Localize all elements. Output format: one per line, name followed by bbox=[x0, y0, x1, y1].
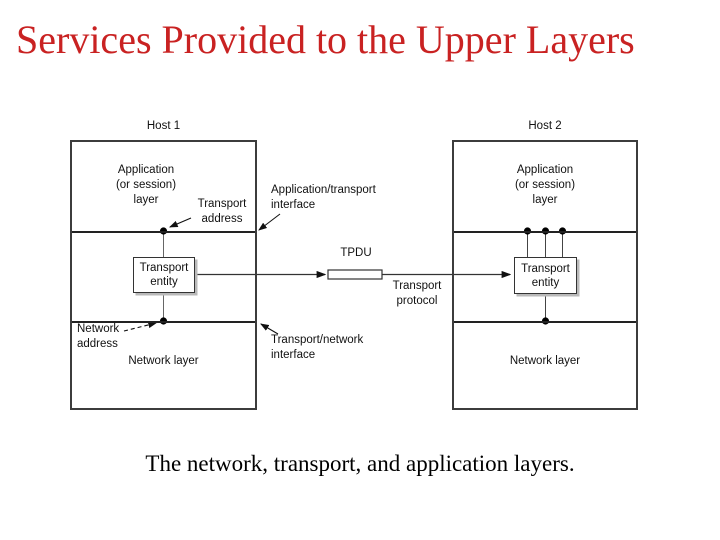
host2-transport-entity: Transport entity bbox=[514, 257, 577, 294]
host2-transport-network-boundary bbox=[454, 321, 636, 323]
host2-label: Host 2 bbox=[528, 120, 562, 132]
host1-box bbox=[70, 140, 257, 410]
tpdu-label: TPDU bbox=[340, 247, 372, 259]
host1-transport-network-boundary bbox=[72, 321, 255, 323]
host1-application-layer-label: Application (or session) layer bbox=[115, 164, 177, 206]
host1-network-layer-label: Network layer bbox=[128, 355, 199, 367]
slide-title: Services Provided to the Upper Layers bbox=[16, 17, 635, 62]
transport-address-label: Transport address bbox=[197, 198, 247, 225]
transport-network-interface-label: Transport/network interface bbox=[271, 334, 364, 361]
host2-box bbox=[452, 140, 638, 410]
app-transport-interface-label: Application/transport interface bbox=[271, 184, 376, 211]
host1-label: Host 1 bbox=[146, 120, 181, 132]
transport-protocol-label: Transport protocol bbox=[392, 280, 442, 307]
host2-app-transport-boundary bbox=[454, 231, 636, 233]
app-transport-interface-arrow bbox=[258, 213, 281, 231]
figure-caption: The network, transport, and application … bbox=[145, 451, 575, 476]
host2-network-layer-label: Network layer bbox=[509, 355, 581, 367]
host1-transport-entity: Transport entity bbox=[133, 257, 195, 293]
host2-application-layer-label: Application (or session) layer bbox=[514, 164, 576, 206]
network-address-label: Network address bbox=[77, 323, 120, 350]
host1-app-transport-boundary bbox=[72, 231, 255, 233]
tpdu-rect bbox=[327, 269, 383, 280]
